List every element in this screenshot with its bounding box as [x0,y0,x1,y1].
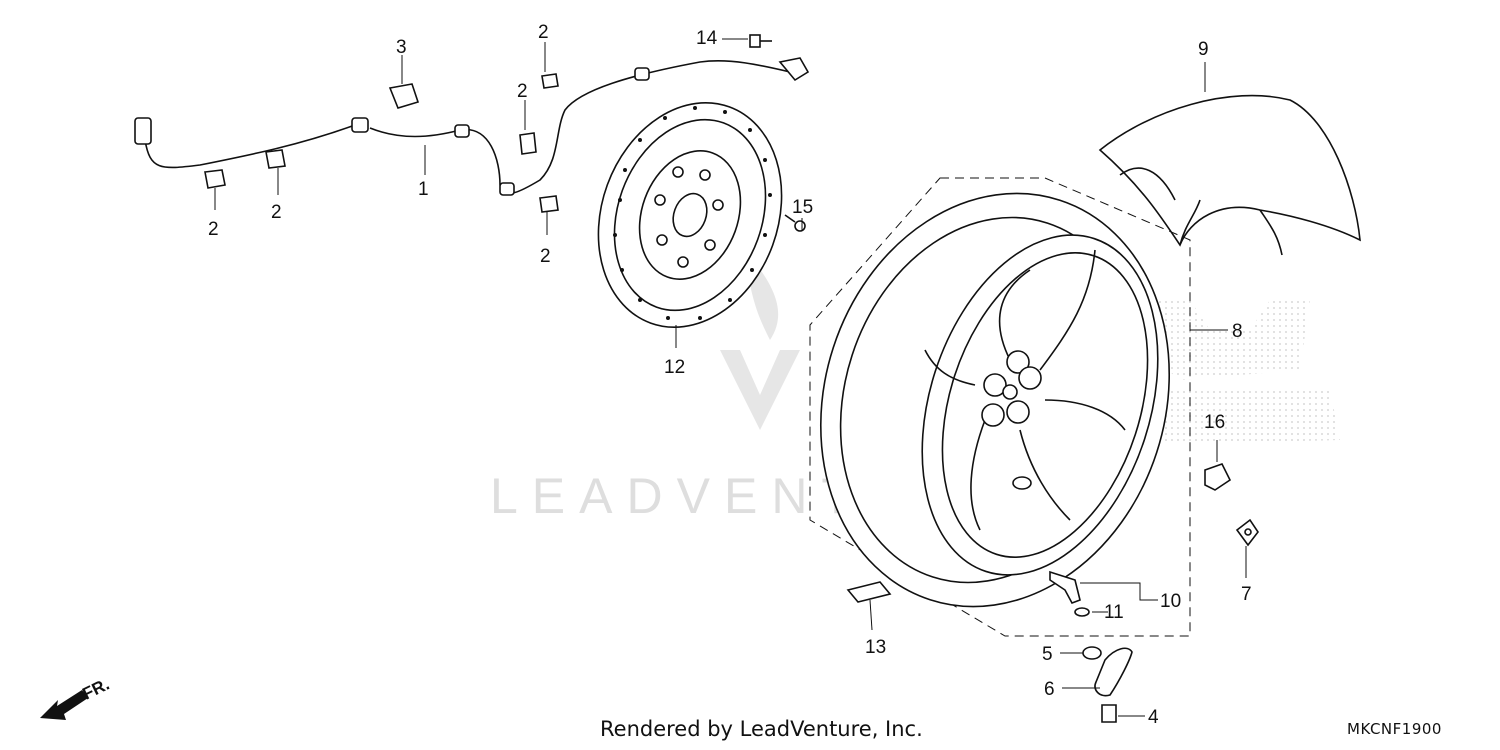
harness-clip[interactable] [539,195,559,213]
callout-14[interactable]: 14 [696,28,718,49]
wheel-speed-sensor-harness[interactable] [134,57,810,196]
wheel-assembly-outline [809,177,1191,637]
callout-1[interactable]: 1 [418,179,429,200]
callout-2[interactable]: 2 [538,22,549,43]
valve-cap[interactable] [1101,704,1117,723]
callout-2[interactable]: 2 [517,81,528,102]
callout-5[interactable]: 5 [1042,644,1053,665]
axle-nut[interactable] [1204,463,1232,491]
callout-2[interactable]: 2 [540,246,551,267]
callout-3[interactable]: 3 [396,37,407,58]
flame-logo-watermark [720,250,800,430]
valve-cap-holder[interactable] [1094,647,1133,697]
harness-clip[interactable] [519,132,537,155]
valve-nut[interactable] [1082,646,1102,660]
callout-7[interactable]: 7 [1241,584,1252,605]
brake-disc[interactable] [568,77,812,353]
sensor-holder[interactable] [388,83,420,109]
wheel-rim[interactable] [768,148,1221,653]
callout-13[interactable]: 13 [865,637,886,658]
callout-8[interactable]: 8 [1232,321,1243,342]
callout-2[interactable]: 2 [208,219,219,240]
leader-lines [214,38,1247,717]
valve-o-ring[interactable] [1074,607,1090,617]
harness-clip[interactable] [541,73,559,89]
harness-clip[interactable] [204,169,226,189]
harness-clip[interactable] [265,149,286,169]
sensor-bolt[interactable] [749,34,772,48]
tire[interactable] [1098,94,1361,256]
callout-9[interactable]: 9 [1198,39,1209,60]
tire-valve[interactable] [1049,570,1081,604]
callout-4[interactable]: 4 [1148,707,1159,728]
callout-11[interactable]: 11 [1104,602,1124,623]
diagram-code: MKCNF1900 [1347,720,1442,738]
callout-numbers: 1 2 2 2 2 2 3 14 15 12 9 8 16 7 10 11 5 … [208,22,1252,728]
callout-15[interactable]: 15 [792,197,813,218]
footer-credit: Rendered by LeadVenture, Inc. [600,717,923,741]
pulse-ring[interactable] [1235,518,1259,547]
callout-6[interactable]: 6 [1044,679,1055,700]
front-direction-arrow: FR. [40,675,112,720]
callout-2[interactable]: 2 [271,202,282,223]
balance-weight[interactable] [846,581,892,603]
callout-12[interactable]: 12 [664,357,685,378]
callout-10[interactable]: 10 [1160,591,1181,612]
callout-16[interactable]: 16 [1204,412,1225,433]
